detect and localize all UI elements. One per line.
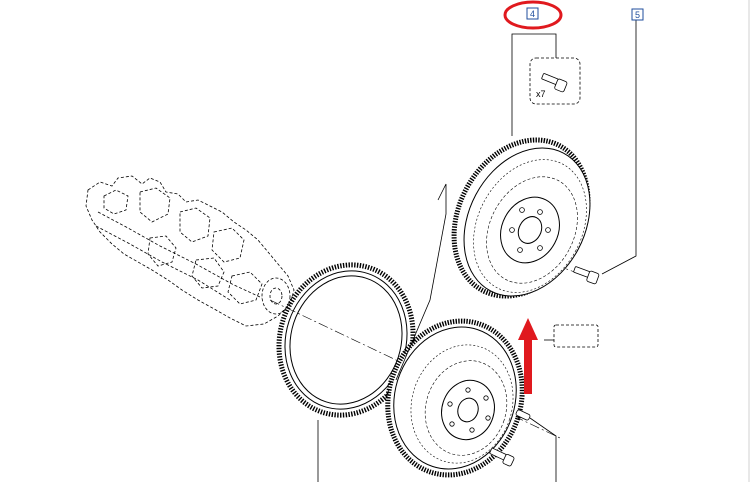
leader-lines <box>317 20 637 482</box>
bolt-kit-box: x7 <box>529 57 581 105</box>
callout-4[interactable]: 4 <box>526 7 539 20</box>
bolt-lower <box>489 447 515 467</box>
highlight-ring <box>503 0 563 30</box>
crankshaft <box>85 175 295 327</box>
bolt-kit-icon <box>541 73 568 93</box>
callout-5[interactable]: 5 <box>631 8 644 21</box>
callout-5-box <box>631 8 644 21</box>
flywheel-lower <box>385 318 525 478</box>
dual-mass-flywheel <box>451 137 591 299</box>
callout-5-label: 5 <box>635 10 640 20</box>
dowel-pin <box>515 409 531 421</box>
empty-label-box <box>553 324 599 348</box>
quantity-label: x7 <box>536 89 546 99</box>
direction-arrow <box>518 318 538 394</box>
callout-4-box <box>526 7 539 20</box>
bolt-upper <box>573 266 600 285</box>
callout-4-label: 4 <box>530 9 535 19</box>
